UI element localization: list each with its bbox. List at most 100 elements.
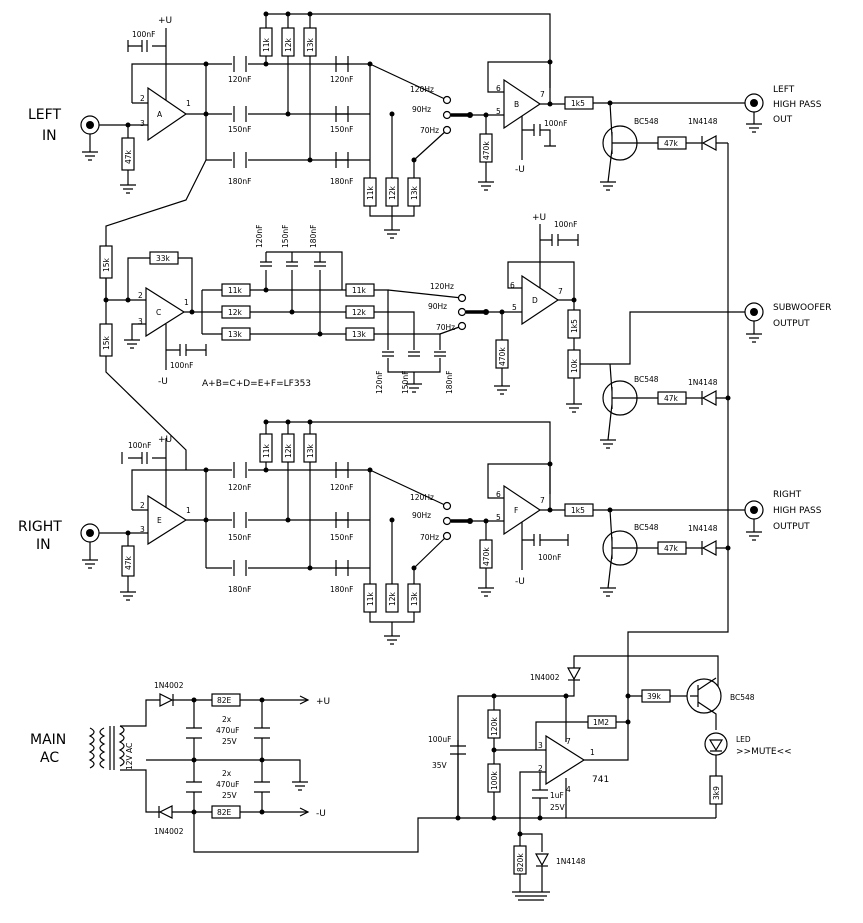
left-r1k5-label: 1k5: [571, 99, 585, 108]
right-d4148-label: 1N4148: [688, 524, 718, 533]
right-out-label-3: OUTPUT: [773, 522, 810, 532]
left-r13k-top: [303, 27, 317, 57]
right-sw-70: 70Hz: [420, 533, 439, 542]
right-in-label-2: IN: [36, 537, 51, 553]
opamp-741-pin2: 2: [538, 764, 543, 773]
opamp-b-pin5: 5: [496, 107, 501, 116]
sub-out-label-1: SUBWOOFER: [773, 303, 831, 313]
opamp-c: [145, 286, 186, 338]
right-f-cap-label: 100nF: [538, 553, 561, 562]
opamp-a-pin2: 2: [140, 94, 145, 103]
sub-sw-90: 90Hz: [428, 302, 447, 311]
left-out-label-2: HIGH PASS: [773, 100, 822, 110]
timer-r3k9-label: 3k9: [712, 786, 721, 800]
opamp-741-pin3: 3: [538, 741, 543, 750]
left-channel: LEFT IN 47k A 2 3 1 +U 100nF 120nF 150nF…: [28, 11, 822, 239]
ps-cap-volt-top: 25V: [222, 737, 238, 746]
left-c120-label: 120nF: [228, 75, 251, 84]
sub-sw-70: 70Hz: [436, 323, 455, 332]
opamp-a: [147, 86, 188, 142]
sub-r1k5-label: 1k5: [570, 319, 579, 333]
left-r12k-top: [281, 27, 295, 57]
right-pos-rail-label: +U: [158, 435, 172, 445]
timer-c25v-label: 25V: [550, 803, 566, 812]
opamp-note: A+B=C+D=E+F=LF353: [202, 379, 311, 389]
ps-r82e-bot: [211, 805, 241, 819]
timer-r820k: [513, 845, 527, 875]
opamp-c-pin3: 3: [138, 317, 143, 326]
left-c150-label: 150nF: [228, 125, 251, 134]
left-r13k-bot: [407, 177, 421, 207]
opamp-741-label: 741: [592, 775, 609, 785]
sub-c180-top-label: 180nF: [309, 225, 318, 248]
left-r12k-top-label: 12k: [284, 37, 293, 52]
timer-r1m2: [587, 715, 617, 729]
timer-c35v-label: 35V: [432, 761, 448, 770]
left-c180-label: 180nF: [228, 177, 251, 186]
right-c180-label: 180nF: [228, 585, 251, 594]
sub-r1k5: [567, 309, 581, 339]
left-out-label-1: LEFT: [773, 85, 795, 95]
timer-d4148-label: 1N4148: [556, 857, 586, 866]
ps-cap-val-top: 470uF: [216, 726, 239, 735]
right-r470k: [479, 539, 493, 569]
right-r13k-bot-label: 13k: [410, 591, 419, 606]
left-sw-70: 70Hz: [420, 126, 439, 135]
sub-c150-bot-label: 150nF: [401, 371, 410, 394]
right-c150-label: 150nF: [228, 533, 251, 542]
sub-r470k: [495, 339, 509, 369]
opamp-f-pin7: 7: [540, 496, 545, 505]
opamp-d-pin7: 7: [558, 287, 563, 296]
ps-neg-rail-label: -U: [316, 809, 326, 819]
sub-r12k-b-label: 12k: [352, 308, 367, 317]
sub-c-cap-label: 100nF: [170, 361, 193, 370]
right-r13k-top-label: 13k: [306, 443, 315, 458]
left-d4148-label: 1N4148: [688, 117, 718, 126]
main-ac-label-1: MAIN: [30, 732, 66, 748]
mute-bc548-label: BC548: [730, 693, 755, 702]
sub-c180-bot-label: 180nF: [445, 371, 454, 394]
left-in-label-2: IN: [42, 128, 57, 144]
left-r47k-mute-label: 47k: [664, 139, 679, 148]
timer-r39k-label: 39k: [647, 692, 662, 701]
ps-cap-count-bot: 2x: [222, 769, 232, 778]
sub-c120-top-label: 120nF: [255, 225, 264, 248]
right-r13k-top: [303, 433, 317, 463]
left-pos-rail-label: +U: [158, 16, 172, 26]
ps-r82e-top: [211, 693, 241, 707]
ps-r82e-bot-label: 82E: [217, 808, 232, 817]
sub-r11k-a-label: 11k: [228, 286, 243, 295]
left-r11k-bot-label: 11k: [366, 185, 375, 200]
left-r11k-top-label: 11k: [262, 37, 271, 52]
right-c120-label: 120nF: [228, 483, 251, 492]
opamp-b-label: B: [514, 100, 519, 109]
opamp-d-pin5: 5: [512, 303, 517, 312]
sub-r12k-a-label: 12k: [228, 308, 243, 317]
right-r13k-bot: [407, 583, 421, 613]
left-sw-90: 90Hz: [412, 105, 431, 114]
right-out-label-2: HIGH PASS: [773, 506, 822, 516]
left-r11k-top: [259, 27, 273, 57]
subwoofer-channel: 15k 15k 33k C 2 3 1 -U 100nF 11k 12k 13k…: [99, 213, 831, 449]
sub-r470k-label: 470k: [498, 347, 507, 366]
opamp-e-pin2: 2: [140, 501, 145, 510]
sub-out-label-2: OUTPUT: [773, 319, 810, 329]
left-r12k-bot: [385, 177, 399, 207]
right-out-label-1: RIGHT: [773, 490, 802, 500]
opamp-f-label: F: [514, 506, 518, 515]
mute-indicator-label: >>MUTE<<: [736, 747, 792, 757]
left-c180b-label: 180nF: [330, 177, 353, 186]
sub-r11k-a: [221, 283, 251, 297]
right-c180b-label: 180nF: [330, 585, 353, 594]
opamp-e-pin1: 1: [186, 506, 191, 515]
opamp-a-pin1: 1: [186, 99, 191, 108]
transformer-voltage-label: 12V AC: [125, 743, 134, 770]
opamp-d-label: D: [532, 296, 538, 305]
right-in-label-1: RIGHT: [18, 519, 62, 535]
left-in-47k-label: 47k: [124, 149, 133, 164]
ps-r82e-top-label: 82E: [217, 696, 232, 705]
right-r12k-bot-label: 12k: [388, 591, 397, 606]
sub-r15k-bot-label: 15k: [102, 335, 111, 350]
opamp-c-label: C: [156, 308, 161, 317]
opamp-f-pin5: 5: [496, 513, 501, 522]
